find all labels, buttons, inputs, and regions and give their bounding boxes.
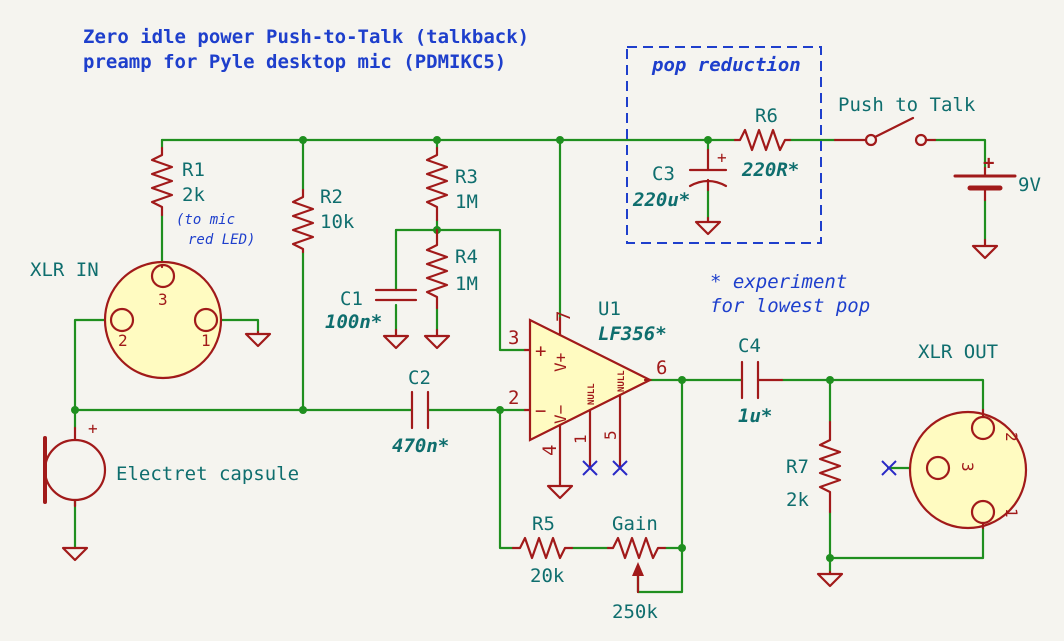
r3-ref: R3 [455, 166, 478, 188]
junction-dots [71, 136, 834, 562]
title-line-2: preamp for Pyle desktop mic (PDMIKC5) [83, 51, 506, 73]
c2-ref: C2 [408, 367, 431, 389]
battery-plus: + [983, 152, 994, 174]
xlr-out-label: XLR OUT [918, 341, 998, 363]
r1-note-2: red LED) [188, 232, 255, 248]
gain-ref: Gain [612, 513, 658, 535]
wires [73, 138, 987, 594]
experiment-note-2: for lowest pop [710, 295, 870, 317]
capacitor-c4: C4 1u* [738, 335, 784, 427]
r4-ref: R4 [455, 246, 478, 268]
xlr-in-connector: 3 2 1 XLR IN [30, 259, 223, 380]
resistor-r7: R7 2k [786, 420, 842, 514]
switch-label: Push to Talk [838, 94, 976, 116]
r5-value: 20k [530, 565, 565, 587]
u1-pin7: 7 [553, 311, 575, 322]
resistor-r5: R5 20k [511, 513, 574, 587]
u1-sym-minus: − [535, 400, 546, 422]
resistor-r2: R2 10k [291, 186, 355, 254]
pop-reduction-box: pop reduction [626, 46, 822, 244]
xlr-in-label: XLR IN [30, 259, 99, 281]
pop-reduction-label: pop reduction [651, 54, 801, 76]
r1-ref: R1 [182, 159, 205, 181]
electret-capsule: + Electret capsule [43, 419, 299, 508]
r7-value: 2k [786, 489, 809, 511]
c1-ref: C1 [340, 288, 363, 310]
resistor-r6: R6 220R* [733, 105, 799, 181]
r7-ref: R7 [786, 456, 809, 478]
battery-9v: + 9V [953, 152, 1041, 202]
capacitor-c1: C1 100n* [325, 288, 418, 333]
r1-note-1: (to mic [176, 212, 235, 228]
r1-value: 2k [182, 184, 205, 206]
c2-value: 470n* [392, 435, 449, 457]
c3-ref: C3 [652, 163, 675, 185]
u1-lbl-null-1: NULL [587, 383, 597, 405]
xlr-out-connector: 2 3 1 XLR OUT [881, 341, 1028, 530]
u1-sym-plus: + [535, 340, 546, 362]
push-to-talk-switch: Push to Talk [833, 94, 976, 147]
c3-plus: + [717, 148, 727, 167]
u1-lbl-vplus: V+ [551, 353, 570, 372]
u1-pin3: 3 [508, 327, 519, 349]
r2-value: 10k [320, 211, 355, 233]
mic-plus: + [88, 419, 98, 438]
xlr-in-pin3: 3 [158, 290, 168, 309]
xlr-out-pin3: 3 [958, 462, 977, 472]
capacitor-c2: C2 470n* [392, 367, 449, 457]
u1-pin6: 6 [656, 357, 667, 379]
r5-ref: R5 [532, 513, 555, 535]
c4-value: 1u* [738, 405, 772, 427]
u1-pin4: 4 [539, 445, 561, 456]
u1-ref: U1 [598, 298, 621, 320]
u1-pin2: 2 [508, 387, 519, 409]
xlr-in-pin1: 1 [201, 331, 211, 350]
c4-ref: C4 [738, 335, 761, 357]
xlr-in-pin2: 2 [118, 331, 128, 350]
gain-potentiometer: Gain 250k [606, 513, 667, 623]
opamp-u1: + − V+ V− NULL NULL 3 2 6 7 4 1 5 U1 LF3… [508, 298, 667, 480]
u1-value: LF356* [598, 323, 667, 345]
r3-value: 1M [455, 191, 478, 213]
xlr-out-pin1: 1 [1002, 508, 1021, 518]
battery-value: 9V [1018, 174, 1041, 196]
resistor-r1: R1 2k (to mic red LED) [150, 146, 255, 248]
r4-value: 1M [455, 273, 478, 295]
capacitor-c3: + C3 220u* [632, 148, 728, 211]
c3-value: 220u* [632, 189, 690, 211]
u1-lbl-null-5: NULL [617, 370, 627, 392]
ground-symbols [61, 216, 999, 588]
r6-ref: R6 [755, 105, 778, 127]
u1-lbl-vminus: V− [551, 405, 570, 424]
experiment-note-1: * experiment [710, 271, 847, 293]
u1-pin5: 5 [601, 430, 620, 440]
resistor-r3: R3 1M [425, 146, 478, 222]
title-line-1: Zero idle power Push-to-Talk (talkback) [83, 26, 529, 48]
resistor-r4: R4 1M [425, 228, 478, 310]
r6-value: 220R* [741, 159, 799, 181]
gain-value: 250k [612, 601, 658, 623]
mic-label: Electret capsule [116, 463, 299, 485]
xlr-out-pin2: 2 [1002, 432, 1021, 442]
c1-value: 100n* [325, 311, 382, 333]
u1-pin1: 1 [571, 434, 590, 444]
r2-ref: R2 [320, 186, 343, 208]
